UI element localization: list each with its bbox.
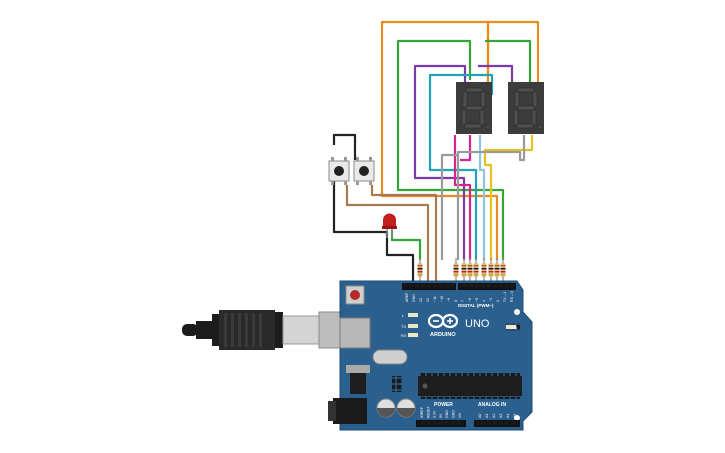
pin-label: 2	[496, 300, 500, 302]
pin-label: ~5	[475, 298, 479, 302]
digital-header[interactable]	[402, 283, 516, 290]
analog-header-label: ANALOG IN	[478, 402, 506, 408]
resistor[interactable]	[481, 258, 487, 284]
board-brand: ARDUINO	[430, 332, 456, 338]
wires	[332, 20, 540, 283]
resistor[interactable]	[417, 258, 423, 284]
resistor[interactable]	[494, 258, 500, 284]
wire-brown-left[interactable]	[345, 185, 430, 283]
pin-label: 3.3V	[433, 410, 437, 418]
wire-gray[interactable]	[456, 135, 526, 260]
pin-label: TX→1	[503, 292, 507, 302]
wire-brown-right[interactable]	[370, 185, 438, 283]
resistor[interactable]	[473, 258, 479, 284]
power-header-label: POWER	[434, 402, 453, 408]
pin-label: GND	[452, 410, 456, 418]
wire-yellow[interactable]	[483, 135, 534, 260]
resistor[interactable]	[453, 258, 459, 284]
pin-label: A4	[506, 414, 510, 418]
pin-label: RX←0	[510, 291, 514, 302]
pin-label: A0	[478, 414, 482, 418]
voltage-regulator	[346, 365, 370, 394]
resistor[interactable]	[500, 258, 506, 284]
atmega-chip	[418, 373, 522, 399]
pin-label: 4	[482, 300, 486, 302]
pin-label: 7	[461, 300, 465, 302]
on-led-label: ON	[511, 325, 517, 330]
pin-label: ~3	[489, 298, 493, 302]
board-model: UNO	[465, 318, 490, 330]
wire-teal[interactable]	[428, 73, 494, 260]
pin-label: AREF	[405, 292, 409, 302]
seven-segment-right[interactable]	[508, 82, 544, 134]
pin-label: 5V	[439, 413, 443, 418]
pin-label: GND	[445, 410, 449, 418]
wire-magenta-1[interactable]	[453, 135, 472, 260]
power-jack[interactable]	[328, 398, 367, 424]
wire-green[interactable]	[396, 39, 505, 260]
board-leds	[408, 313, 516, 337]
pin-label: ~10	[440, 296, 444, 302]
led-label-tx: TX	[401, 324, 406, 329]
red-led[interactable]	[382, 213, 397, 239]
capacitors	[376, 398, 416, 418]
resistor[interactable]	[488, 258, 494, 284]
usb-port[interactable]	[339, 317, 371, 349]
pin-label: A3	[499, 414, 503, 418]
wire-lightblue[interactable]	[478, 135, 486, 260]
pin-label: ~6	[468, 298, 472, 302]
wire-gray-2[interactable]	[440, 153, 458, 260]
pin-label: ~11	[433, 296, 437, 302]
resistor[interactable]	[467, 258, 473, 284]
wire-purple[interactable]	[413, 64, 467, 260]
pin-label: Vin	[458, 413, 462, 418]
wire-orange-right[interactable]	[486, 20, 540, 90]
pin-label: 12	[426, 298, 430, 302]
crystal-oscillator	[372, 349, 408, 365]
pin-label: A1	[485, 414, 489, 418]
wire-black[interactable]	[332, 133, 357, 160]
seven-segment-left[interactable]	[456, 82, 492, 134]
push-button-left[interactable]	[328, 157, 350, 185]
analog-header[interactable]	[474, 420, 520, 427]
wire-black-ground[interactable]	[332, 180, 415, 283]
pin-label: 8	[454, 300, 458, 302]
led-label-rx: RX	[401, 333, 407, 338]
power-header[interactable]	[416, 420, 466, 427]
push-button-right[interactable]	[353, 157, 375, 185]
led-label-l: L	[402, 313, 405, 318]
pin-label: 13	[419, 298, 423, 302]
pin-label: IOREF	[420, 406, 424, 418]
pin-label: ~9	[447, 298, 451, 302]
pin-label: A2	[492, 414, 496, 418]
pin-label: GND	[412, 294, 416, 302]
wire-green-right[interactable]	[485, 39, 532, 95]
icsp-header	[392, 376, 402, 392]
resistor[interactable]	[461, 258, 467, 284]
digital-header-label: DIGITAL (PWM~)	[458, 303, 494, 308]
pin-label: RESET	[426, 405, 430, 418]
wire-magenta-2[interactable]	[460, 135, 472, 162]
arduino-logo	[427, 313, 459, 329]
pin-label: A5	[513, 414, 517, 418]
reset-button[interactable]	[345, 285, 365, 305]
resistors	[417, 258, 506, 284]
